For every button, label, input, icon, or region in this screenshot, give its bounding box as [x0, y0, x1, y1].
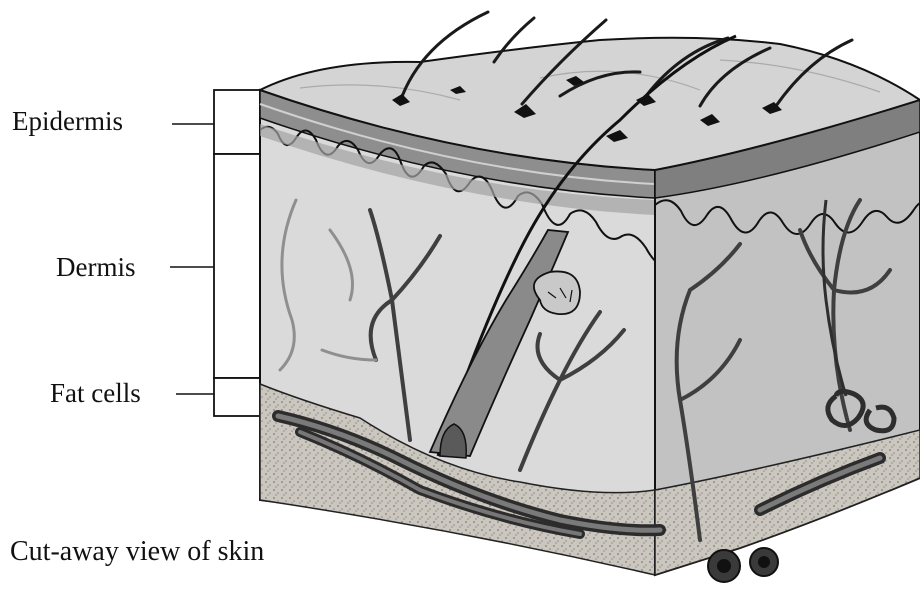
epidermis-bracket	[214, 90, 260, 154]
dermis-bracket	[214, 154, 260, 378]
fat-bracket	[214, 378, 260, 416]
dermis-label: Dermis	[56, 252, 135, 282]
layer-bracket	[214, 90, 260, 416]
figure-caption: Cut-away view of skin	[10, 537, 264, 567]
fat-cells-label: Fat cells	[50, 378, 141, 408]
epidermis-label: Epidermis	[12, 106, 123, 136]
label-leaders	[170, 124, 214, 394]
